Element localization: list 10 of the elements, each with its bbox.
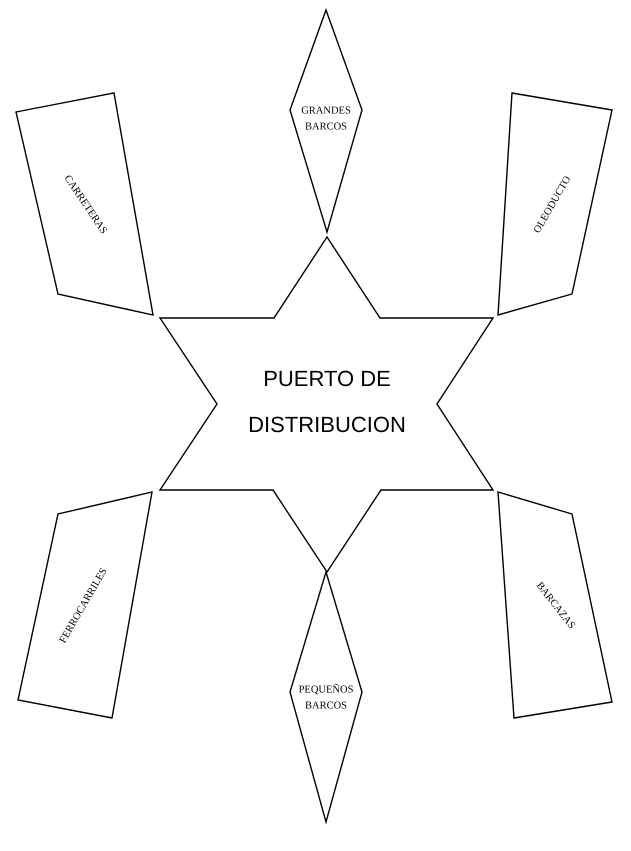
diamond-shape bbox=[290, 572, 362, 822]
star-shape bbox=[160, 237, 493, 572]
node-label: PEQUEÑOS BARCOS bbox=[298, 682, 354, 713]
title-label: PUERTO DE DISTRIBUCION bbox=[247, 364, 407, 439]
diamond-shape bbox=[290, 10, 362, 232]
parallelogram-shape bbox=[498, 492, 612, 718]
parallelogram-shape bbox=[18, 492, 152, 718]
node-label: GRANDES BARCOS bbox=[300, 104, 352, 134]
parallelogram-shape bbox=[16, 93, 153, 315]
parallelogram-shape bbox=[498, 93, 612, 315]
